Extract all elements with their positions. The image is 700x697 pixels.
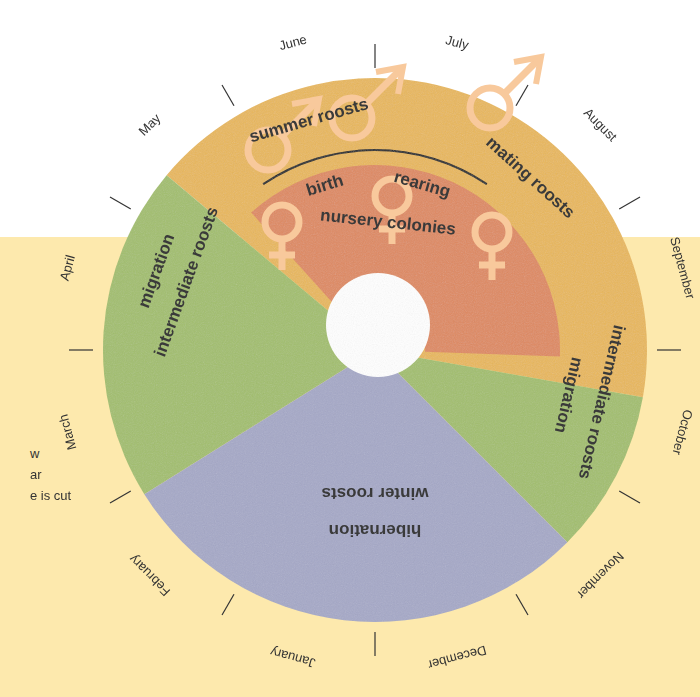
cut-off-note: e is cut bbox=[30, 489, 71, 503]
male-symbol bbox=[470, 57, 541, 128]
month-tick bbox=[516, 85, 528, 106]
month-label: July bbox=[444, 33, 470, 53]
month-tick bbox=[619, 491, 640, 503]
period-arc bbox=[263, 149, 488, 185]
cut-off-note: w bbox=[30, 447, 39, 461]
month-tick bbox=[222, 85, 234, 106]
season-segment bbox=[144, 350, 567, 622]
month-tick bbox=[374, 632, 375, 656]
month-label: August bbox=[580, 106, 619, 145]
month-tick bbox=[657, 349, 681, 350]
month-tick bbox=[619, 197, 640, 209]
female-symbol bbox=[475, 215, 509, 280]
phase-label: hibernation bbox=[329, 521, 422, 540]
roost-label: winter roosts bbox=[322, 484, 429, 503]
month-tick bbox=[110, 491, 131, 503]
month-label: June bbox=[277, 32, 308, 53]
month-label: May bbox=[136, 111, 163, 138]
female-symbol bbox=[265, 205, 299, 270]
month-tick bbox=[110, 197, 131, 209]
month-tick bbox=[516, 594, 528, 615]
month-tick bbox=[374, 44, 375, 68]
ring-hole bbox=[326, 273, 430, 377]
month-tick bbox=[222, 594, 234, 615]
month-tick bbox=[69, 349, 93, 350]
cut-off-note: ar bbox=[30, 468, 42, 482]
